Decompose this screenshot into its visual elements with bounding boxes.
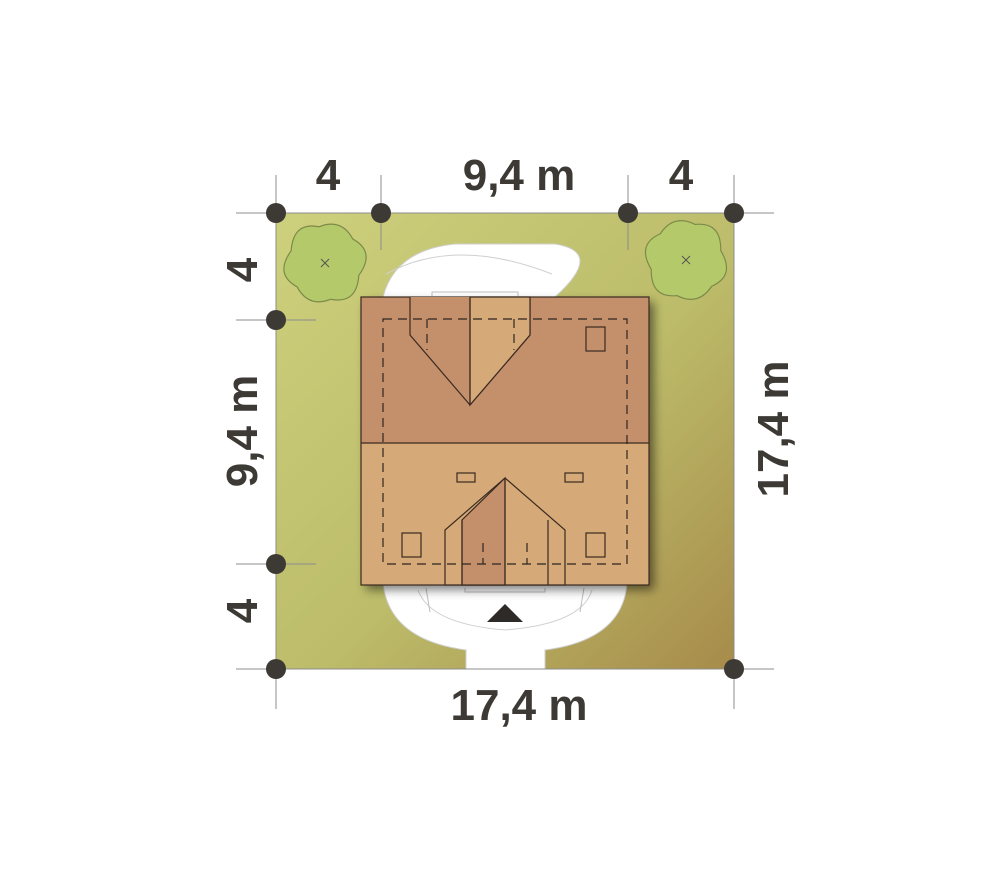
dim-top-right: 4 (669, 151, 694, 200)
dim-left-house: 9,4 m (218, 375, 267, 488)
tree-icon (644, 220, 728, 300)
dim-bottom-total: 17,4 m (451, 681, 588, 730)
roof-lines (360, 296, 650, 586)
wall-outline (382, 318, 628, 565)
dim-right-total: 17,4 m (749, 361, 798, 498)
tree-icon (283, 223, 367, 303)
dim-top-house: 9,4 m (463, 151, 576, 200)
dim-top-left: 4 (316, 151, 341, 200)
dimension-lines (236, 175, 774, 709)
dim-left-bottom: 4 (218, 598, 267, 623)
entrance-triangle-icon (487, 604, 523, 622)
dim-left-top: 4 (218, 257, 267, 282)
dimension-nodes (266, 203, 744, 679)
paving (382, 243, 628, 670)
